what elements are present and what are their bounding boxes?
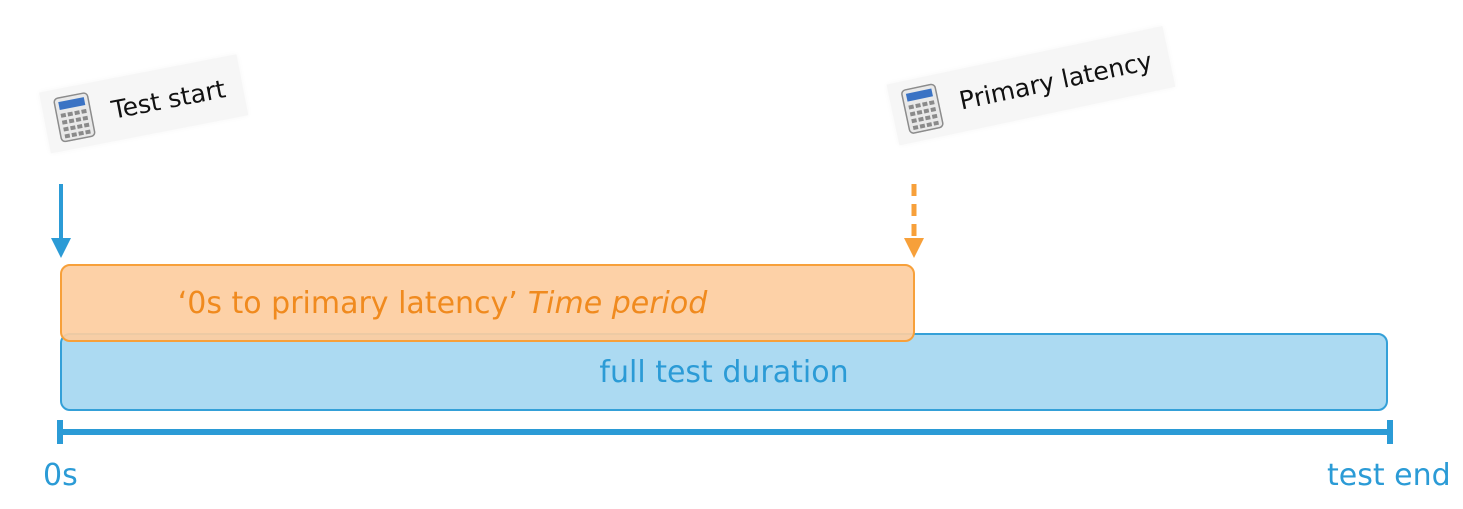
- start-arrow: [51, 184, 71, 258]
- time-period-bar: ‘0s to primary latency’ Time period: [60, 264, 915, 342]
- axis-end-label: test end: [1327, 458, 1451, 493]
- full-duration-label: full test duration: [599, 354, 849, 390]
- primary-latency-marker: Primary latency: [886, 25, 1176, 146]
- primary-latency-label: Primary latency: [956, 45, 1155, 116]
- timeline-axis: [57, 420, 1393, 444]
- full-duration-bar: full test duration: [60, 333, 1388, 411]
- test-start-marker: Test start: [39, 54, 249, 154]
- test-start-label: Test start: [108, 73, 228, 125]
- axis-start-label: 0s: [43, 458, 78, 493]
- calculator-icon: [53, 92, 96, 143]
- primary-latency-arrow: [904, 184, 924, 258]
- time-period-italic-label: Time period: [527, 285, 708, 321]
- time-period-label: ‘0s to primary latency’: [177, 285, 518, 321]
- calculator-icon: [901, 83, 944, 134]
